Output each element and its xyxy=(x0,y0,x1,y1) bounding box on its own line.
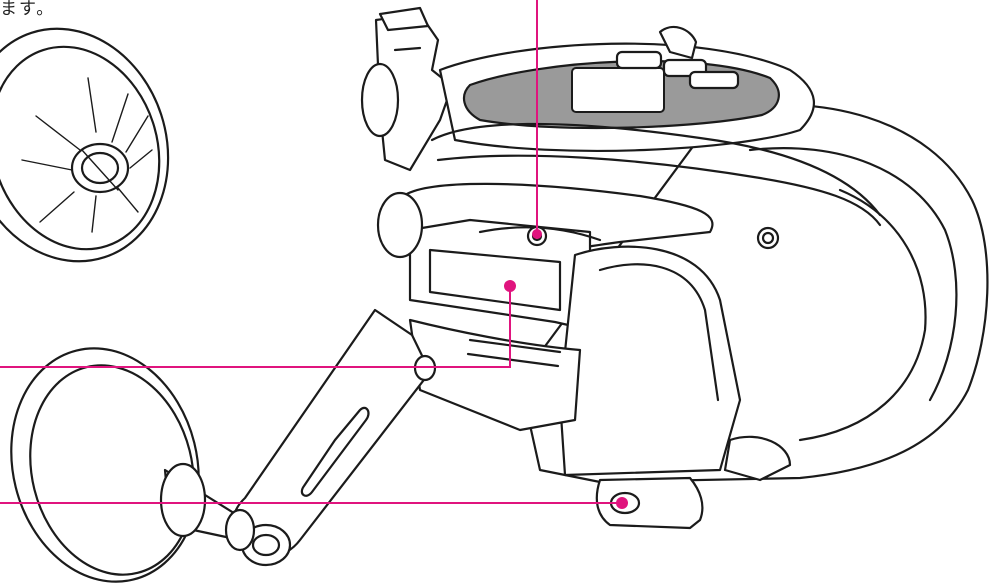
handle-knob-icon xyxy=(10,347,256,583)
leader-dot-spool xyxy=(504,280,516,292)
caption-text: ます。 xyxy=(0,0,56,19)
leader-spool xyxy=(0,286,511,368)
leader-dot-line-guide xyxy=(532,229,542,239)
lcd-screen xyxy=(571,67,665,113)
top-button-1 xyxy=(615,50,663,70)
top-button-3 xyxy=(688,70,740,90)
leader-dot-clamp xyxy=(616,497,628,509)
callout-leaders xyxy=(0,0,628,509)
reel-body xyxy=(360,6,989,530)
spare-knob-icon xyxy=(0,27,170,263)
handle-arm xyxy=(231,308,437,567)
